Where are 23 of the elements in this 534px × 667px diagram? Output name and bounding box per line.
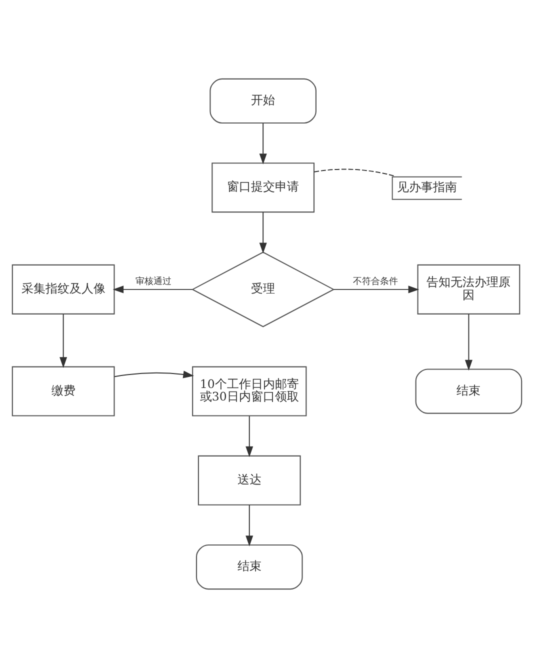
node-box: 告知无法办理原因 bbox=[417, 264, 520, 314]
node-box: 结束 bbox=[415, 368, 522, 414]
node-text: 见办事指南 bbox=[397, 180, 458, 194]
arrow bbox=[114, 370, 194, 378]
node-box: 10个工作日内邮寄或30日内窗口领取 bbox=[192, 366, 307, 416]
arrow bbox=[259, 122, 267, 164]
connector bbox=[314, 168, 396, 176]
arrow bbox=[112, 285, 193, 293]
arrow bbox=[246, 504, 254, 546]
node-box: 开始 bbox=[210, 78, 316, 124]
node-box: 结束 bbox=[196, 544, 303, 590]
edge-label: 审核通过 bbox=[135, 276, 172, 286]
arrow bbox=[246, 415, 254, 457]
node-diamond: 受理 bbox=[191, 251, 335, 327]
node-box: 送达 bbox=[198, 454, 301, 505]
node-box: 缴费 bbox=[12, 366, 115, 416]
node-box: 采集指纹及人像 bbox=[12, 264, 115, 314]
node-box: 窗口提交申请 bbox=[212, 162, 315, 212]
arrow bbox=[259, 211, 267, 254]
arrow bbox=[60, 313, 68, 368]
arrow bbox=[464, 313, 472, 370]
edge-label: 不符合条件 bbox=[353, 276, 398, 286]
arrow bbox=[333, 285, 420, 293]
